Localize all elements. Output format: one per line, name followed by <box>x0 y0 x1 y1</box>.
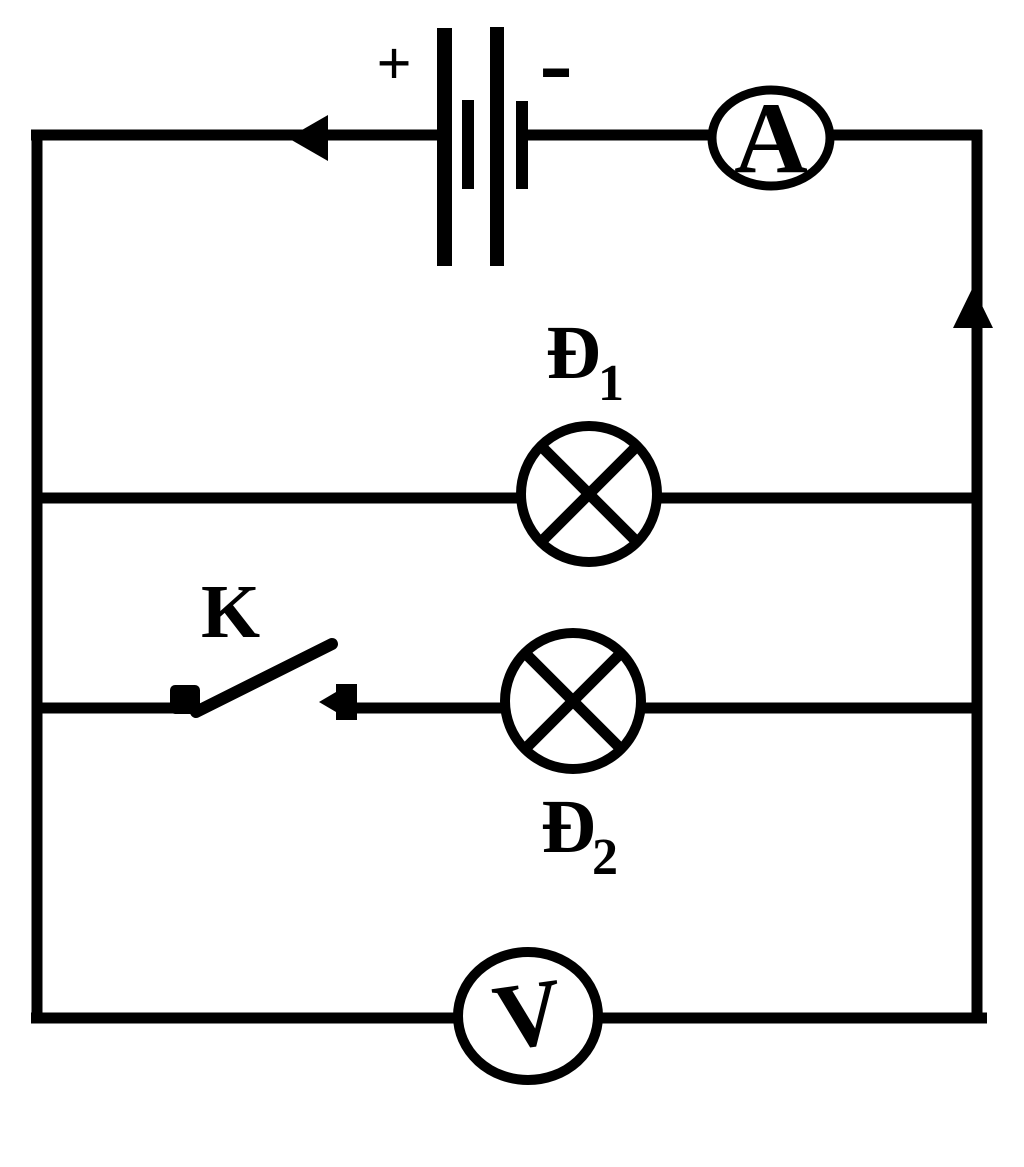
lamp1-label: Đ <box>546 311 601 395</box>
current-arrow-left-icon <box>288 115 328 161</box>
ammeter-letter: A <box>734 82 808 195</box>
battery-plus-label: + <box>376 30 411 98</box>
switch: K <box>170 570 357 720</box>
lamp1-label-sub: 1 <box>598 355 624 412</box>
ammeter-circle <box>707 85 835 191</box>
lamp2-label-sub: 2 <box>592 829 618 886</box>
battery-minus-label: - <box>539 7 572 118</box>
lamp2-label: Đ <box>541 785 596 869</box>
voltmeter-letter: V <box>488 959 570 1071</box>
lamp-1: Đ 1 <box>516 311 662 567</box>
voltmeter: V <box>453 947 603 1085</box>
wires <box>31 129 987 1024</box>
current-arrow-up-icon <box>953 287 993 328</box>
ammeter: A <box>707 82 835 195</box>
lamp1-cross-line-2 <box>537 442 641 546</box>
battery-long-plate-2 <box>490 27 504 266</box>
battery-short-plate-2 <box>516 101 528 189</box>
voltmeter-circle <box>453 947 603 1085</box>
switch-label: K <box>201 570 260 654</box>
lamp-2: Đ 2 <box>500 628 646 886</box>
switch-right-contact <box>319 684 357 720</box>
lamp2-cross-line-2 <box>521 649 625 753</box>
battery: + - <box>376 7 573 266</box>
battery-short-plate-1 <box>462 100 474 189</box>
battery-long-plate-1 <box>437 28 452 266</box>
switch-left-contact <box>170 685 200 714</box>
switch-blade <box>190 638 338 718</box>
